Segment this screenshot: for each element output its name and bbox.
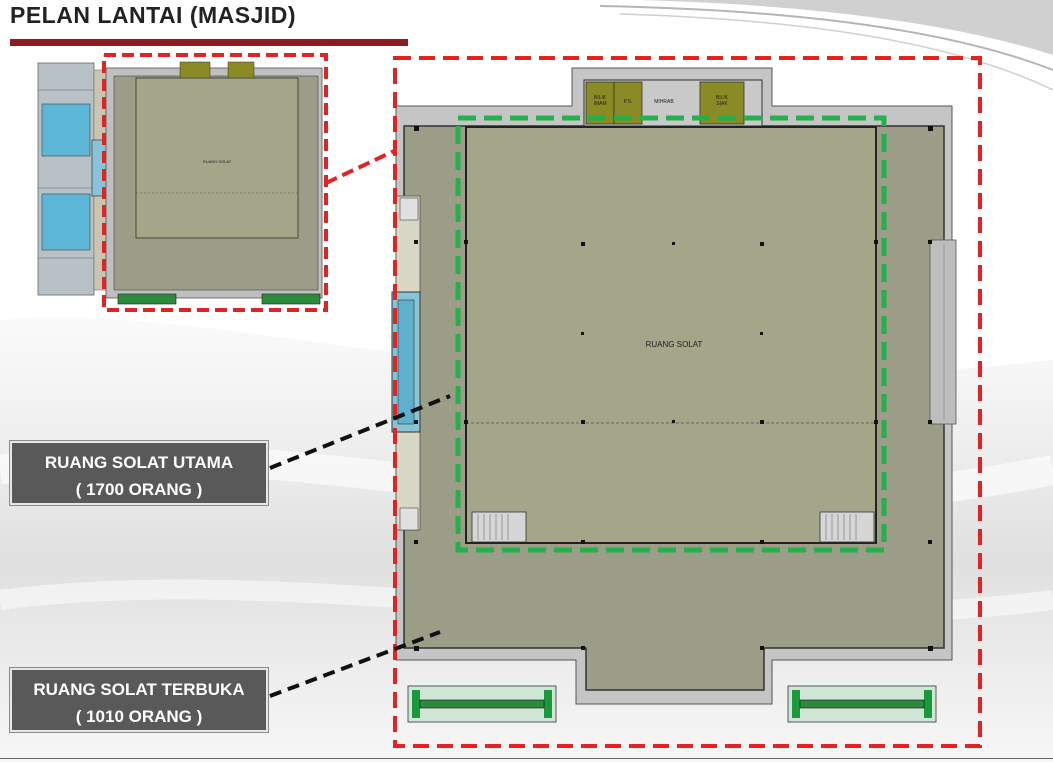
callout-main-prayer-hall-title: RUANG SOLAT UTAMA bbox=[44, 453, 234, 472]
callout-open-prayer-area-capacity: ( 1010 ORANG ) bbox=[75, 707, 203, 726]
leader-line-main-hall bbox=[269, 394, 451, 470]
callout-main-prayer-hall: RUANG SOLAT UTAMA ( 1700 ORANG ) bbox=[10, 441, 268, 505]
key-plan: RUANG SOLAT bbox=[22, 50, 330, 318]
callout-open-prayer-area: RUANG SOLAT TERBUKA ( 1010 ORANG ) bbox=[10, 668, 268, 732]
prayer-hall-label: RUANG SOLAT bbox=[646, 340, 703, 349]
zoom-connector bbox=[325, 149, 395, 185]
planter-left bbox=[407, 685, 557, 723]
leader-line-open-area bbox=[269, 630, 441, 698]
room-label-mihrab: MIHRAB bbox=[654, 99, 674, 105]
room-label-ps: P.S. bbox=[624, 99, 633, 105]
footer-divider bbox=[0, 758, 1053, 759]
page-title: PELAN LANTAI (MASJID) bbox=[10, 2, 297, 28]
main-hall-highlight bbox=[455, 115, 887, 553]
callout-open-prayer-area-title: RUANG SOLAT TERBUKA bbox=[33, 680, 245, 699]
key-plan-hall-label: RUANG SOLAT bbox=[203, 159, 232, 164]
title-underline bbox=[10, 39, 408, 46]
zoom-area-highlight bbox=[393, 56, 982, 748]
callout-main-prayer-hall-capacity: ( 1700 ORANG ) bbox=[75, 480, 203, 499]
planter-right bbox=[787, 685, 937, 723]
